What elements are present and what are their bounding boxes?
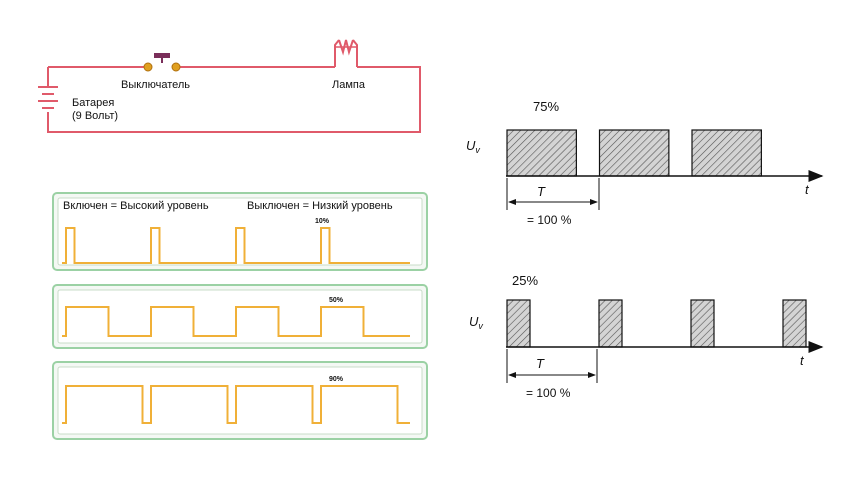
- duty-label-90: 90%: [329, 376, 344, 383]
- pulses-top: [506, 129, 762, 177]
- duty-cycle-panels: Включен = Высокий уровень Выключен = Низ…: [52, 192, 428, 440]
- duty-label-10: 10%: [315, 218, 330, 225]
- pulse-bottom: [782, 299, 807, 348]
- duty-label-50: 50%: [329, 297, 344, 304]
- switch-label: Выключатель: [121, 79, 190, 91]
- period-label-bottom: T: [536, 356, 545, 371]
- duty-percent-bottom: 25%: [512, 273, 538, 288]
- battery-label: Батарея: [72, 97, 114, 109]
- pwm-signal-90: [62, 385, 410, 424]
- duty-percent-top: 75%: [533, 99, 559, 114]
- lamp-icon: [334, 39, 358, 67]
- y-axis-label-bottom: Uv: [469, 314, 483, 331]
- pwm-signal-50: [62, 306, 410, 337]
- pulse-top: [506, 129, 577, 177]
- switch-icon: [143, 53, 181, 72]
- pwm-timing-top: 75% Uv t T = 100 %: [466, 99, 824, 227]
- duty-panel-90: 90%: [52, 361, 428, 440]
- period-value-bottom: = 100 %: [526, 386, 571, 400]
- on-level-label: Включен = Высокий уровень: [63, 200, 209, 212]
- duty-panel-10: Включен = Высокий уровень Выключен = Низ…: [52, 192, 428, 271]
- pwm-timing-bottom: 25% Uv t T = 100 %: [469, 273, 824, 400]
- pwm-signal-10: [62, 227, 410, 264]
- off-level-label: Выключен = Низкий уровень: [247, 200, 393, 212]
- duty-panel-50: 50%: [52, 284, 428, 349]
- pulse-bottom: [506, 299, 531, 348]
- period-label-top: T: [537, 184, 546, 199]
- circuit-diagram: Выключатель Лампа Батарея (9 Вольт): [38, 39, 421, 133]
- x-axis-label-bottom: t: [800, 353, 805, 368]
- x-axis-label-top: t: [805, 182, 810, 197]
- pulse-top: [691, 129, 762, 177]
- pulse-bottom: [690, 299, 715, 348]
- pulse-bottom: [598, 299, 623, 348]
- period-value-top: = 100 %: [527, 213, 572, 227]
- battery-voltage-label: (9 Вольт): [72, 110, 118, 122]
- pulses-bottom: [506, 299, 807, 348]
- circuit-wire: [47, 66, 421, 133]
- battery-icon: [38, 86, 58, 109]
- y-axis-label-top: Uv: [466, 138, 480, 155]
- pulse-top: [598, 129, 670, 177]
- lamp-label: Лампа: [332, 79, 366, 91]
